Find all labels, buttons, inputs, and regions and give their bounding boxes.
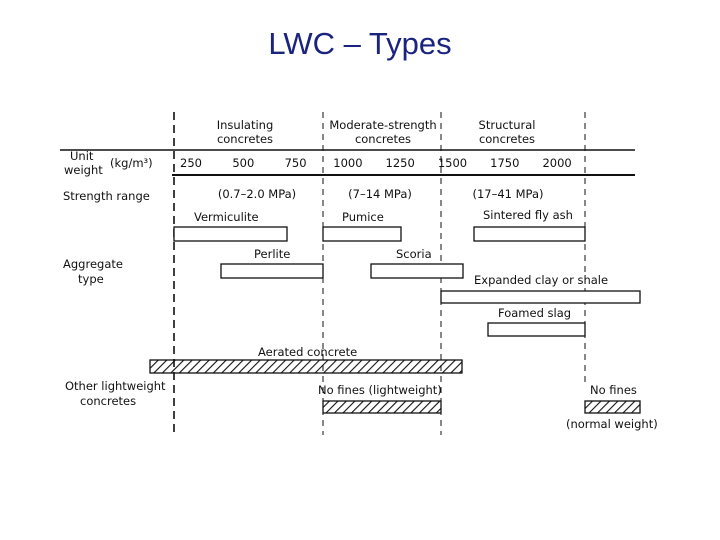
- label-expanded-clay-or-shale: Expanded clay or shale: [474, 273, 608, 287]
- unit-weight-ticks: 250 500 750 1000 1250 1500 1750 2000: [180, 156, 572, 170]
- unit-weight-tick-750: 750: [285, 156, 307, 170]
- unit-weight-tick-2000: 2000: [542, 156, 571, 170]
- unit-weight-tick-1750: 1750: [490, 156, 519, 170]
- bar-aerated-concrete: [149, 359, 463, 374]
- label-pumice: Pumice: [342, 210, 384, 224]
- bar-no-fines-normal-weight: [584, 400, 641, 414]
- unit-weight-tick-1500: 1500: [438, 156, 467, 170]
- category-structural-line2: concretes: [479, 132, 535, 146]
- bar-vermiculite: [173, 226, 288, 242]
- aggregate-label-line1: Aggregate: [63, 257, 123, 271]
- label-sintered-fly-ash: Sintered fly ash: [483, 208, 573, 222]
- label-foamed-slag: Foamed slag: [498, 306, 571, 320]
- bar-expanded-clay-or-shale: [440, 290, 641, 304]
- category-moderate-line1: Moderate-strength: [329, 118, 436, 132]
- other-lightweight-label-line1: Other lightweight: [65, 379, 166, 393]
- label-aerated-concrete: Aerated concrete: [258, 345, 357, 359]
- strength-structural: (17–41 MPa): [472, 187, 543, 201]
- bar-perlite: [220, 263, 324, 279]
- label-no-fines-lightweight: No fines (lightweight): [318, 383, 442, 397]
- label-no-fines-line2: (normal weight): [566, 417, 658, 431]
- strength-range-label: Strength range: [63, 189, 150, 203]
- unit-weight-tick-1250: 1250: [386, 156, 415, 170]
- unit-weight-tick-500: 500: [232, 156, 254, 170]
- bar-scoria: [370, 263, 464, 279]
- aggregate-label-line2: type: [78, 272, 104, 286]
- label-perlite: Perlite: [254, 247, 290, 261]
- category-structural-line1: Structural: [479, 118, 536, 132]
- bar-sintered-fly-ash: [473, 226, 586, 242]
- label-scoria: Scoria: [396, 247, 432, 261]
- strength-moderate: (7–14 MPa): [348, 187, 412, 201]
- unit-weight-label-line1: Unit: [70, 149, 94, 163]
- bar-foamed-slag: [487, 322, 586, 337]
- strength-insulating: (0.7–2.0 MPa): [218, 187, 296, 201]
- label-vermiculite: Vermiculite: [194, 210, 259, 224]
- category-insulating-line1: Insulating: [217, 118, 274, 132]
- unit-weight-tick-250: 250: [180, 156, 202, 170]
- bar-no-fines-lightweight: [322, 400, 442, 414]
- unit-weight-label-line2: weight: [64, 163, 103, 177]
- unit-weight-unit: (kg/m³): [110, 156, 153, 170]
- category-insulating-line2: concretes: [217, 132, 273, 146]
- slide-title: LWC – Types: [268, 26, 452, 61]
- label-no-fines-line1: No fines: [590, 383, 637, 397]
- unit-weight-tick-1000: 1000: [333, 156, 362, 170]
- bar-pumice: [322, 226, 402, 242]
- other-lightweight-label-line2: concretes: [80, 394, 136, 408]
- category-moderate-line2: concretes: [355, 132, 411, 146]
